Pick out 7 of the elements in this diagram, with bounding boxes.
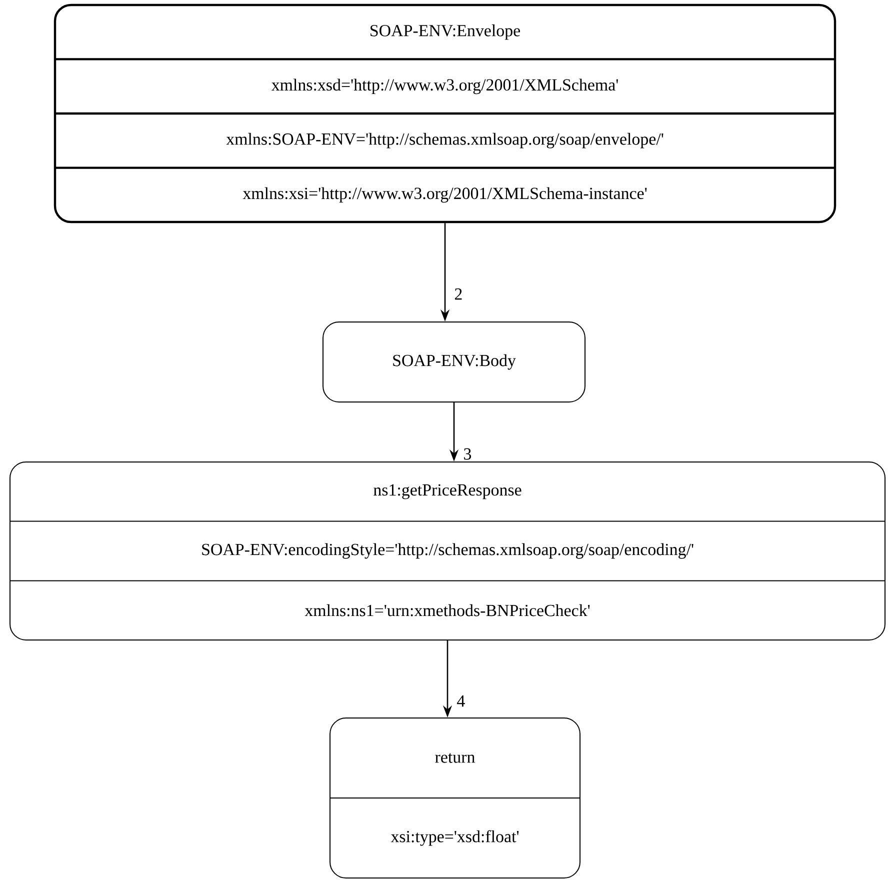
edge-label: 4: [457, 695, 465, 707]
record-box: ns1:getPriceResponse SOAP-ENV:encodingStyle='http://schemas.xmlsoap.org/soap/encoding/' xmlns:ns1='urn:xmethods-BNPriceCheck': [10, 462, 886, 640]
rounded-box: SOAP-ENV:Body: [322, 322, 586, 402]
record-box: return xsi:type='xsd:float': [330, 718, 580, 878]
edge-label: 2: [454, 288, 462, 300]
record-box: SOAP-ENV:Envelope xmlns:xsd='http://www.w3.org/2001/XMLSchema' xmlns:SOAP-ENV='http://schemas.xmlsoap.org/soap/envelope/' xmlns:xsi='http://www.w3.org/2001/XMLSchema-instance': [54, 4, 836, 224]
edge-label: 3: [464, 448, 472, 460]
